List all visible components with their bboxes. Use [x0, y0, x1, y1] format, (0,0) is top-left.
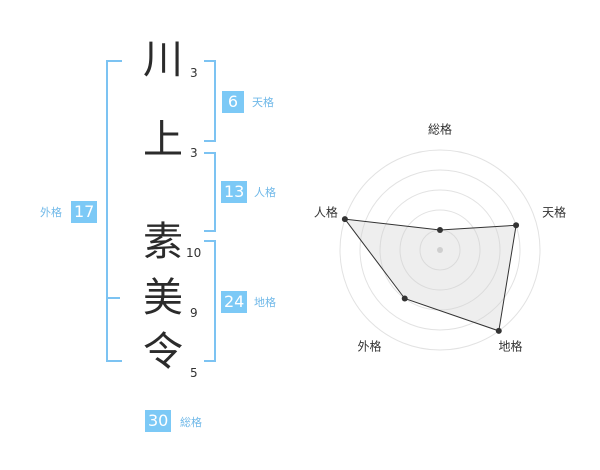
stroke-count-3: 10 — [186, 246, 202, 260]
gai-label: 外格 — [40, 206, 62, 219]
jin-bracket — [204, 152, 216, 232]
gai-bracket-divider — [106, 297, 120, 299]
stroke-count-4: 9 — [190, 306, 198, 320]
sou-value-badge: 30 — [145, 410, 172, 432]
chi-bracket — [204, 240, 216, 362]
ten-value-badge: 6 — [222, 91, 244, 113]
radar-axis-label-1: 総格 — [428, 122, 452, 137]
radar-axis-label-4: 外格 — [357, 339, 381, 354]
radar-grid-ring-4 — [359, 169, 521, 331]
ten-bracket — [204, 60, 216, 142]
chi-label: 地格 — [254, 296, 276, 309]
radar-axis-label-2: 天格 — [542, 204, 566, 219]
sou-label: 総格 — [180, 416, 202, 429]
radar-point-5 — [341, 216, 348, 223]
radar-grid-ring-2 — [399, 209, 481, 291]
radar-point-3 — [495, 327, 502, 334]
kanji-5: 令 — [143, 329, 183, 375]
radar-grid-ring-5 — [339, 149, 541, 351]
radar-series-polygon — [343, 218, 517, 332]
radar-point-2 — [513, 222, 520, 229]
stroke-count-1: 3 — [190, 66, 198, 80]
radar-point-4 — [401, 295, 408, 302]
kanji-4: 美 — [143, 275, 183, 321]
kanji-3: 素 — [143, 219, 183, 265]
gai-bracket — [106, 60, 122, 362]
radar-grid-ring-3 — [379, 189, 501, 311]
kanji-2: 上 — [143, 117, 183, 163]
gai-value-badge: 17 — [71, 201, 98, 223]
jin-label: 人格 — [254, 186, 276, 199]
radar-axis-label-3: 地格 — [499, 339, 523, 354]
ten-label: 天格 — [252, 96, 274, 109]
jin-value-badge: 13 — [221, 181, 248, 203]
stroke-count-2: 3 — [190, 146, 198, 160]
radar-point-1 — [437, 227, 443, 233]
kanji-1: 川 — [143, 37, 183, 83]
stroke-count-5: 5 — [190, 366, 198, 380]
radar-center-dot — [437, 247, 443, 253]
chi-value-badge: 24 — [221, 291, 248, 313]
radar-axis-label-5: 人格 — [314, 204, 338, 219]
